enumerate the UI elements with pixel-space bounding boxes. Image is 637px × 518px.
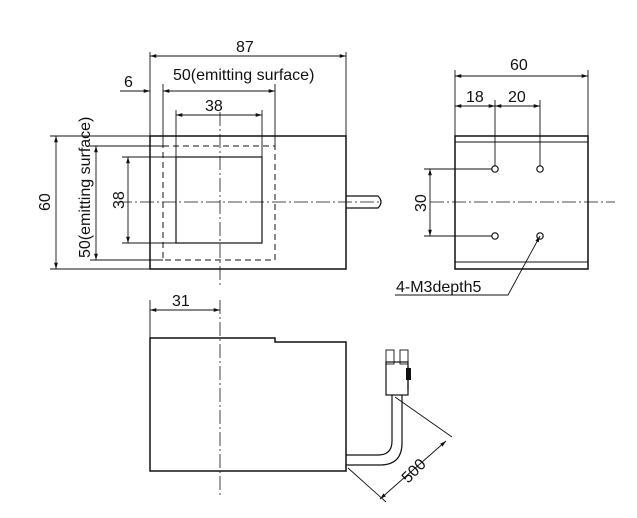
dim-18-label: 18 — [466, 89, 484, 106]
connector-body — [385, 361, 409, 396]
dim-500-label: 500 — [399, 456, 430, 487]
mount-hole — [491, 232, 499, 240]
ext-line — [347, 467, 387, 503]
bottom-cable-outer — [346, 395, 393, 456]
connector-tab — [385, 349, 395, 365]
mount-hole — [536, 165, 544, 173]
dim-side-60-label: 60 — [510, 57, 528, 74]
dim-38-h-label: 38 — [205, 98, 223, 115]
mount-hole — [491, 165, 499, 173]
connector-tab — [399, 349, 409, 365]
dim-6-label: 6 — [124, 74, 133, 91]
side-view: 60 18 20 30 4-M3depth5 — [395, 57, 615, 296]
dim-line-500 — [379, 440, 447, 500]
dim-20-label: 20 — [508, 89, 526, 106]
front-view: 87 6 50(emitting surface) 38 60 50(emitt… — [37, 39, 382, 285]
hole-callout-leader — [395, 235, 541, 296]
dim-60-v-label: 60 — [37, 193, 54, 211]
connector-latch-block — [406, 368, 411, 380]
dim-31-label: 31 — [172, 293, 190, 310]
side-body — [454, 135, 589, 270]
dim-50-emitting-label: 50(emitting surface) — [173, 67, 314, 84]
hole-callout-label: 4-M3depth5 — [396, 279, 481, 296]
dim-87-label: 87 — [236, 39, 254, 56]
dim-50-v-label: 50(emitting surface) — [77, 117, 94, 258]
emitting-surface-outline — [162, 145, 276, 261]
bottom-view: 31 500 — [149, 293, 453, 503]
front-body — [149, 135, 347, 270]
ext-line — [394, 396, 453, 438]
front-cable-end — [379, 198, 382, 206]
bottom-body — [149, 337, 347, 472]
dim-38-v-label: 38 — [111, 191, 128, 209]
dim-30-label: 30 — [413, 194, 430, 212]
inner-window — [175, 156, 263, 244]
